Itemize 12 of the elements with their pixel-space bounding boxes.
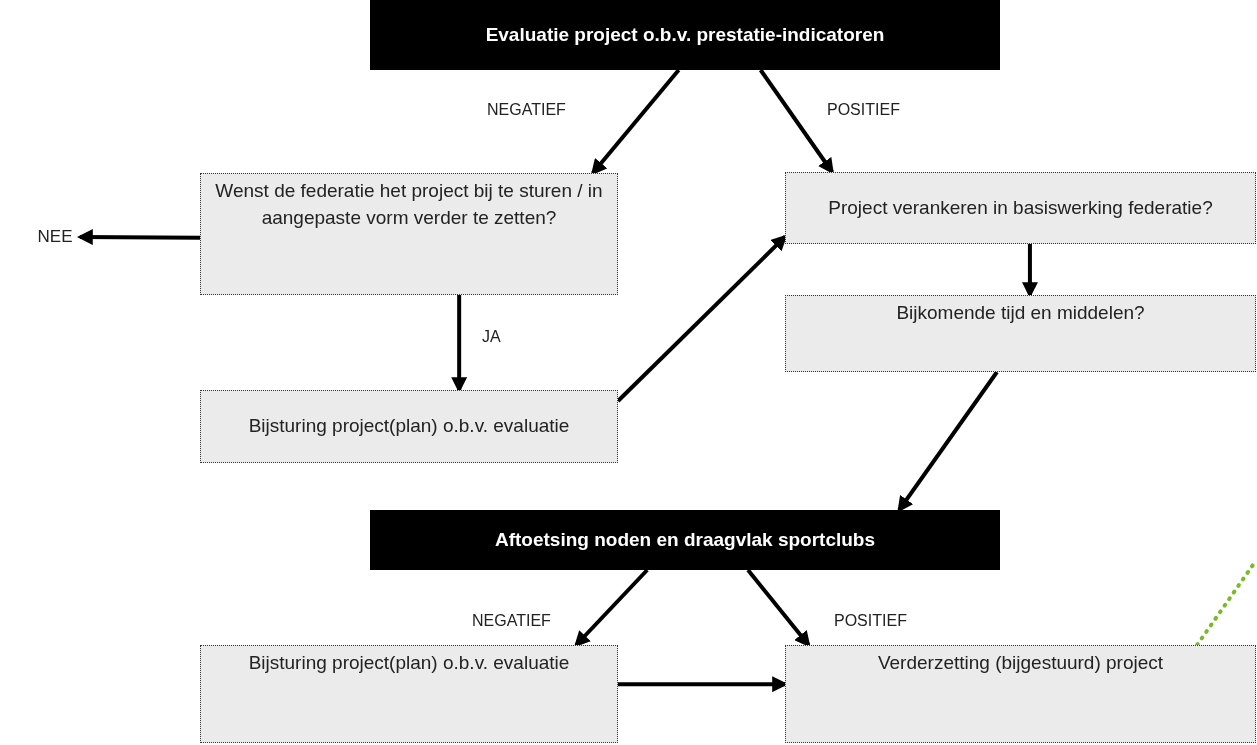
arrow: [897, 370, 999, 513]
process-box: Wenst de federatie het project bij te sturen / in aangepaste vorm verder te zetten?: [200, 173, 618, 295]
arrow: [76, 229, 200, 246]
process-box: Project verankeren in basiswerking federatie?: [785, 172, 1256, 244]
process-box: Bijsturing project(plan) o.b.v. evaluatie: [200, 390, 618, 463]
connector-line: [1195, 560, 1257, 647]
title-bar: Aftoetsing noden en draagvlak sportclubs: [370, 510, 1000, 570]
title-bar: Evaluatie project o.b.v. prestatie-indicatoren: [370, 0, 1000, 70]
process-box: Bijsturing project(plan) o.b.v. evaluatie: [200, 645, 618, 743]
process-box: Bijkomende tijd en middelen?: [785, 295, 1256, 372]
outcome-label: NEE: [30, 222, 80, 252]
process-box: Verderzetting (bijgestuurd) project: [785, 645, 1256, 743]
